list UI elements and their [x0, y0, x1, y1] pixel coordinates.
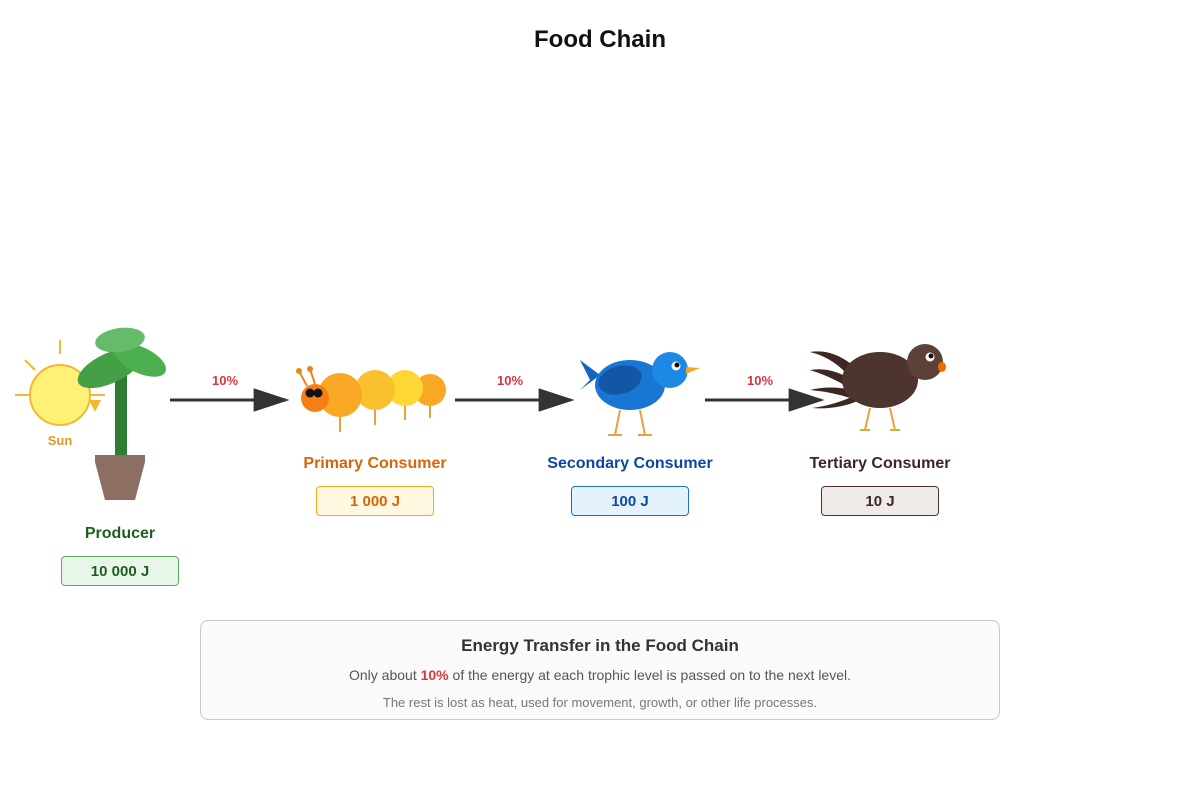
secondary-consumer-energy-badge: 100 J — [571, 486, 689, 516]
producer-label: Producer — [84, 525, 156, 542]
caterpillar-icon — [296, 366, 446, 432]
producer-energy-badge: 10 000 J — [61, 556, 179, 586]
info-text-before: Only about — [349, 667, 421, 683]
page-title: Food Chain — [534, 26, 666, 53]
info-note: The rest is lost as heat, used for movem… — [382, 695, 818, 710]
transfer-percent-2: 10% — [496, 373, 524, 388]
tertiary-consumer-energy-badge: 10 J — [821, 486, 939, 516]
info-title: Energy Transfer in the Food Chain — [461, 636, 739, 655]
info-text-after: of the energy at each trophic level is p… — [448, 667, 851, 683]
primary-consumer-energy-badge: 1 000 J — [316, 486, 434, 516]
transfer-percent-3: 10% — [746, 373, 774, 388]
sun-label: Sun — [47, 433, 73, 448]
energy-transfer-info-box: Energy Transfer in the Food Chain Only a… — [200, 620, 1000, 720]
plant-icon — [77, 327, 166, 500]
hawk-icon — [810, 344, 946, 431]
bird-icon — [580, 352, 700, 436]
secondary-consumer-label: Secondary Consumer — [547, 455, 713, 472]
info-highlight-percent: 10% — [420, 667, 449, 683]
tertiary-consumer-label: Tertiary Consumer — [809, 455, 951, 472]
primary-consumer-label: Primary Consumer — [303, 455, 447, 472]
info-main-text: Only about 10% of the energy at each tro… — [201, 667, 999, 683]
transfer-percent-1: 10% — [211, 373, 239, 388]
